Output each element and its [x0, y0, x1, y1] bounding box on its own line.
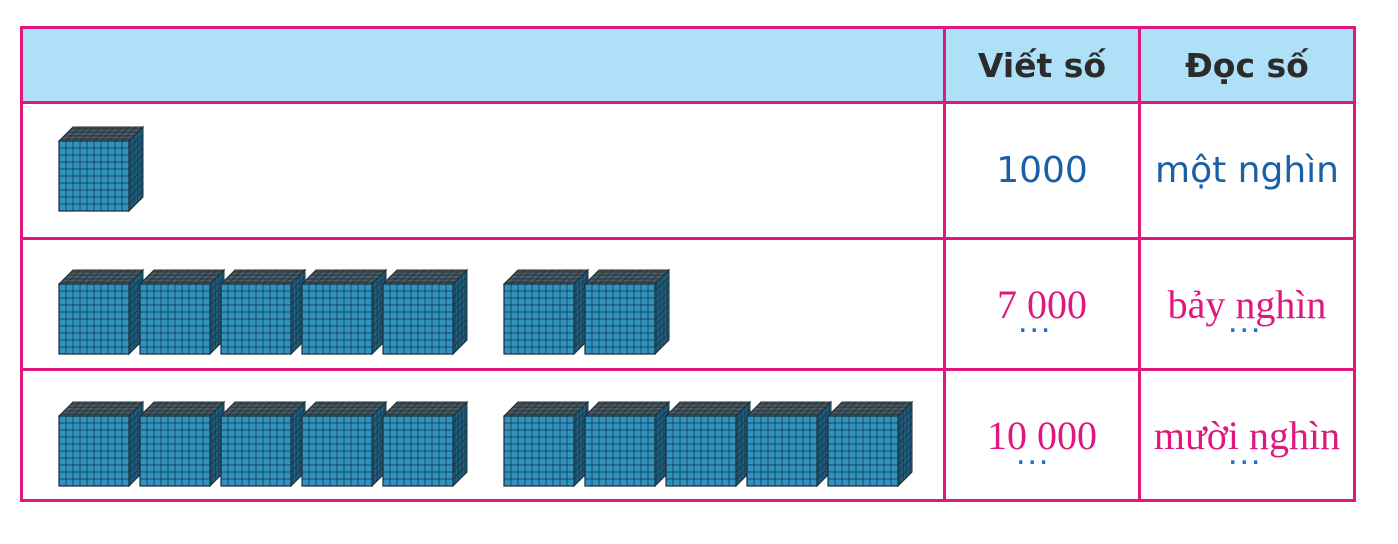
read-number-1000: một nghìn: [1155, 150, 1339, 191]
read-number-10000: mười nghìn: [1153, 412, 1341, 458]
row-divider: [23, 368, 1353, 371]
blank-dots: ...: [1016, 434, 1051, 472]
thousand-cube: [502, 268, 590, 356]
number-table: Viết số Đọc số 1000 một nghìn 7 000 ... …: [20, 26, 1356, 502]
thousand-cube: [502, 400, 590, 488]
thousand-cube: [138, 400, 226, 488]
thousand-cube: [583, 268, 671, 356]
row-divider: [23, 101, 1353, 104]
thousand-cube: [57, 400, 145, 488]
write-number-10000: 10 000: [987, 412, 1097, 458]
thousand-cube: [300, 268, 388, 356]
thousand-cube: [381, 268, 469, 356]
thousand-cube: [826, 400, 914, 488]
row-divider: [23, 237, 1353, 240]
thousand-cube: [745, 400, 833, 488]
thousand-cube: [57, 125, 145, 213]
header-write-number: Viết số: [977, 45, 1107, 85]
blank-dots: ...: [1228, 302, 1263, 340]
thousand-cube: [583, 400, 671, 488]
blank-dots: ...: [1228, 434, 1263, 472]
thousand-cube: [57, 268, 145, 356]
column-divider: [943, 29, 946, 499]
read-number-7000: bảy nghìn: [1167, 281, 1327, 327]
blank-dots: ...: [1018, 302, 1053, 340]
column-divider: [1138, 29, 1141, 499]
thousand-cube: [664, 400, 752, 488]
thousand-cube: [138, 268, 226, 356]
thousand-cube: [219, 268, 307, 356]
thousand-cube: [219, 400, 307, 488]
header-read-number: Đọc số: [1185, 45, 1309, 85]
thousand-cube: [300, 400, 388, 488]
write-number-1000: 1000: [996, 150, 1088, 191]
write-number-7000: 7 000: [997, 281, 1087, 327]
table-header: [23, 29, 1353, 101]
thousand-cube: [381, 400, 469, 488]
cube-illustrations: [57, 125, 914, 488]
